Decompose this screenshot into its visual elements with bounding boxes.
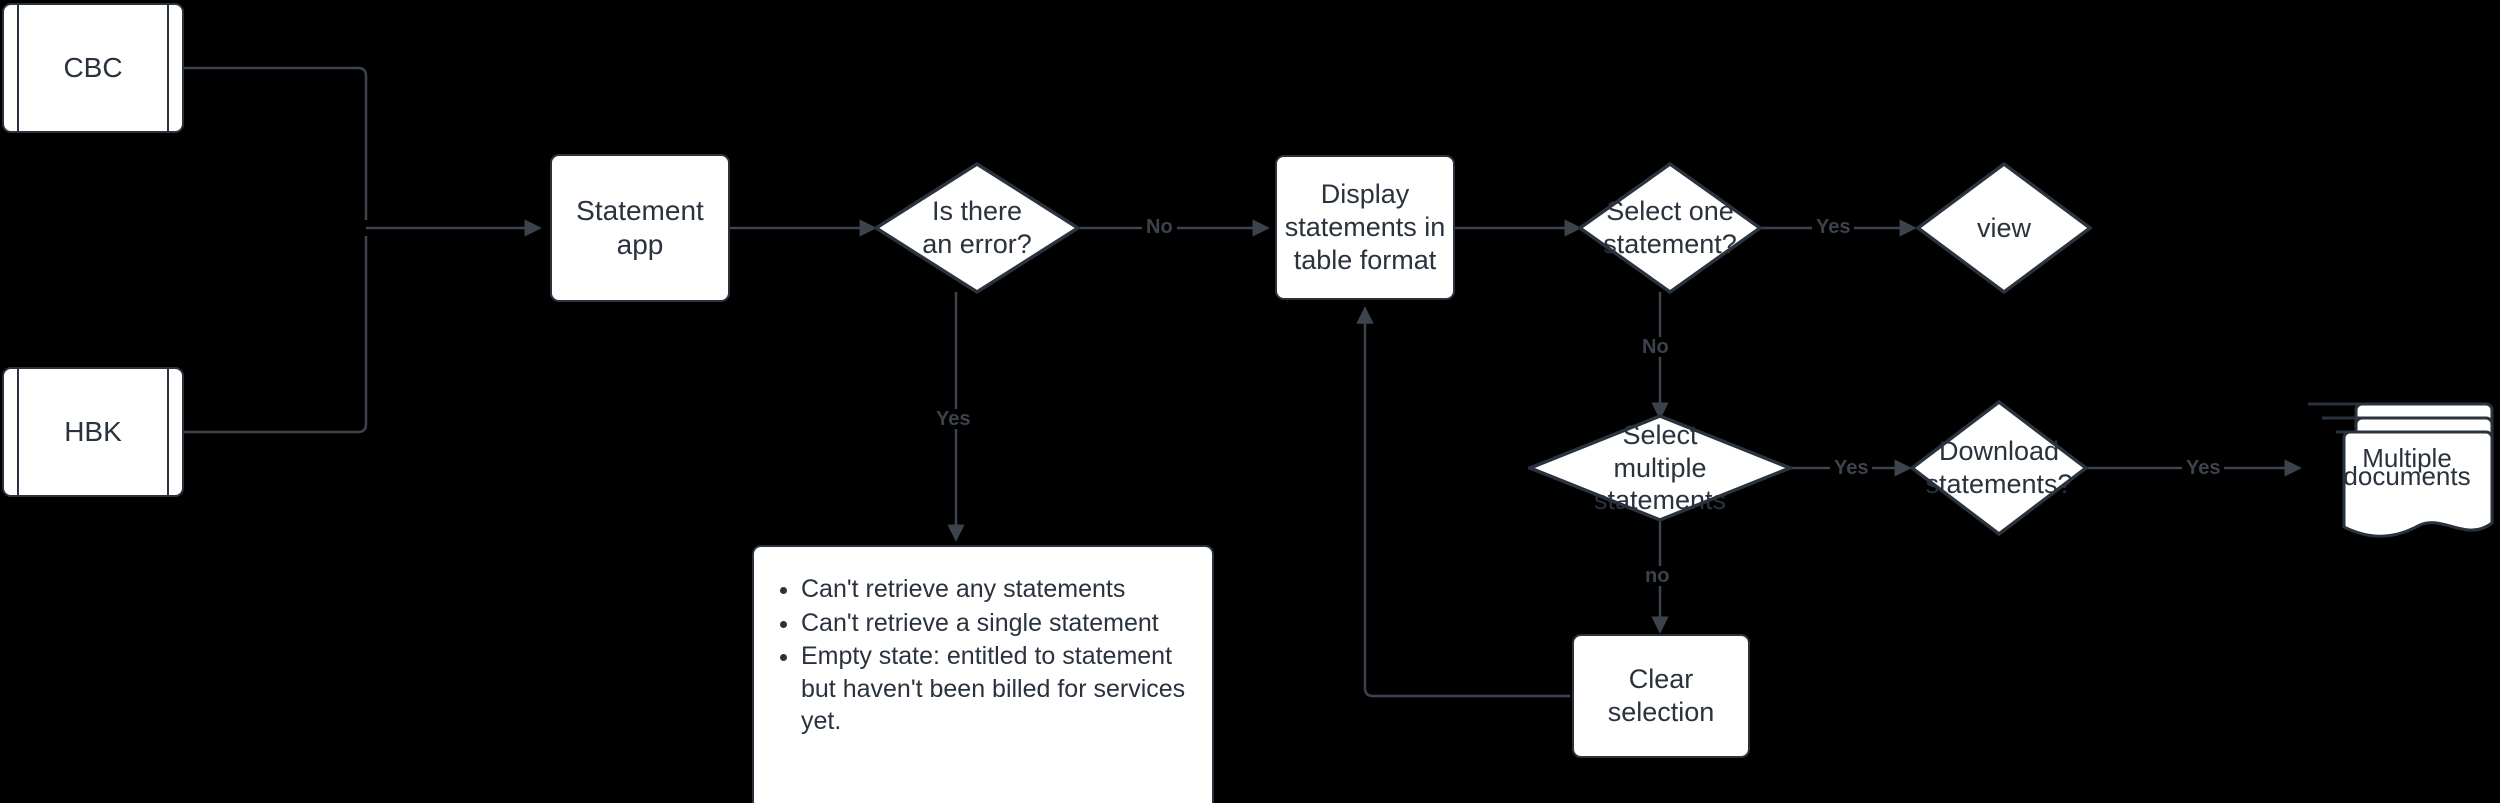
- predefined-process-bar-left: [17, 5, 19, 131]
- decision-shape: [1910, 400, 2088, 536]
- node-clear-selection-label-line1: Clear: [1628, 664, 1694, 695]
- edge-label-error-no: No: [1142, 217, 1177, 237]
- edge-label-download-yes: Yes: [2182, 458, 2225, 478]
- node-select-multiple-label-line2: multiple: [1613, 452, 1707, 483]
- node-select-multiple-statements[interactable]: Select multiple statements: [1528, 414, 1792, 522]
- node-view-label: view: [1976, 212, 2031, 243]
- node-is-there-an-error-label-line1: Is there: [931, 196, 1023, 227]
- decision-shape: [874, 162, 1080, 294]
- node-select-multiple-label-line3: statements: [1593, 485, 1727, 516]
- edge-label-select-multiple-no: no: [1641, 566, 1674, 586]
- node-clear-selection[interactable]: Clear selection: [1572, 634, 1750, 758]
- edge-label-error-yes: Yes: [932, 409, 975, 429]
- node-select-one-statement[interactable]: Select one statement?: [1578, 162, 1762, 294]
- node-download-statements-label-line1: Download: [1938, 436, 2060, 467]
- wire-hbk-to-trunk: [184, 236, 368, 434]
- node-hbk-label: HBK: [64, 415, 122, 447]
- decision-shape: [1916, 162, 2092, 294]
- decision-shape: [1528, 414, 1792, 522]
- error-note-bullet: Empty state: entitled to statement but h…: [801, 640, 1188, 738]
- error-note-bullet: Can't retrieve a single statement: [801, 607, 1188, 640]
- predefined-process-bar-right: [167, 5, 169, 131]
- wire-cbc-to-trunk: [184, 66, 368, 220]
- edge-label-select-one-no: No: [1638, 337, 1673, 357]
- error-note-bullet-list: Can't retrieve any statements Can't retr…: [780, 573, 1188, 738]
- node-multiple-documents-label-line1: Multiple: [2362, 443, 2452, 474]
- node-select-multiple-label-line1: Select: [1622, 419, 1698, 450]
- node-display-statements-label-line2: statements in: [1284, 212, 1446, 243]
- node-display-statements-label-line1: Display: [1320, 179, 1410, 210]
- node-clear-selection-label-line2: selection: [1607, 697, 1715, 727]
- edge-label-select-one-yes: Yes: [1812, 217, 1855, 237]
- node-download-statements-label-line2: statements?: [1925, 469, 2073, 499]
- node-display-statements[interactable]: Display statements in table format: [1275, 155, 1455, 300]
- node-view[interactable]: view: [1916, 162, 2092, 294]
- node-cbc[interactable]: CBC: [2, 3, 184, 133]
- node-multiple-documents[interactable]: Multiple documents: [2300, 395, 2500, 555]
- node-hbk[interactable]: HBK: [2, 367, 184, 497]
- node-select-one-statement-label-line1: Select one: [1606, 196, 1734, 227]
- edge-label-select-multiple-yes: Yes: [1830, 458, 1873, 478]
- node-download-statements[interactable]: Download statements?: [1910, 400, 2088, 536]
- node-cbc-label: CBC: [63, 51, 123, 83]
- node-is-there-an-error-label-line2: an error?: [922, 229, 1032, 259]
- node-select-one-statement-label-line2: statement?: [1603, 229, 1737, 259]
- node-statement-app-label-line2: app: [616, 229, 664, 260]
- node-is-there-an-error[interactable]: Is there an error?: [874, 162, 1080, 294]
- node-statement-app[interactable]: Statement app: [550, 154, 730, 302]
- node-multiple-documents-label-line2: documents: [2343, 461, 2471, 491]
- node-display-statements-label-line3: table format: [1293, 244, 1437, 275]
- predefined-process-bar-right: [167, 369, 169, 495]
- multi-document-shape: [2308, 402, 2494, 538]
- node-statement-app-label-line1: Statement: [576, 194, 704, 226]
- decision-shape: [1578, 162, 1762, 294]
- predefined-process-bar-left: [17, 369, 19, 495]
- error-note-bullet: Can't retrieve any statements: [801, 573, 1188, 606]
- node-error-note: Can't retrieve any statements Can't retr…: [752, 545, 1214, 803]
